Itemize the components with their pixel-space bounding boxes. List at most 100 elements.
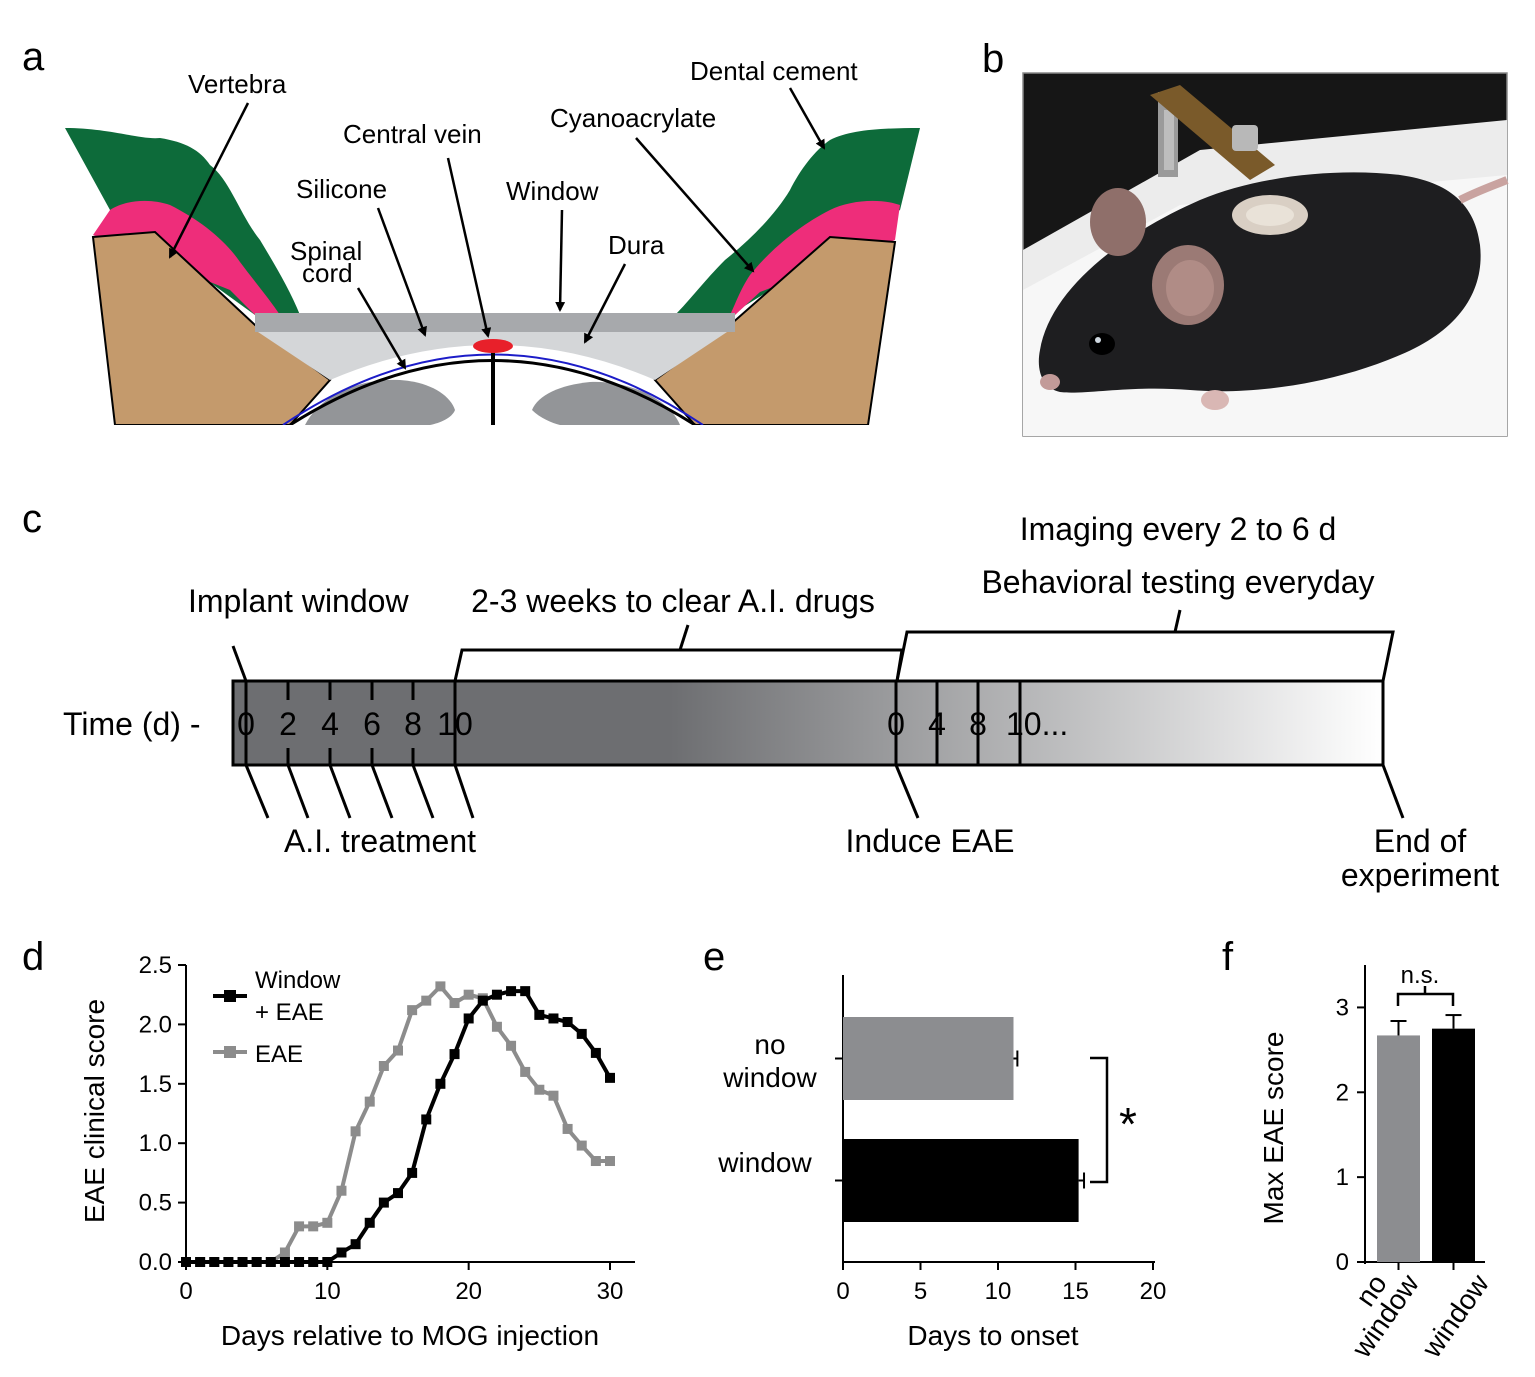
silicone-layer <box>255 330 730 380</box>
y-tick-label: 3 <box>1336 994 1349 1021</box>
chart-f-ylabel: Max EAE score <box>1258 1032 1289 1225</box>
data-point <box>378 1060 389 1071</box>
tick-label: 8 <box>969 706 987 742</box>
chart-d-ylabel: EAE clinical score <box>79 999 110 1223</box>
y-tick-label: 2 <box>1336 1079 1349 1106</box>
panel-letter-e: e <box>703 935 725 979</box>
timeline-pointers <box>244 764 1405 819</box>
legend-window-line2: + EAE <box>255 999 324 1026</box>
x-tick-label: 0 <box>836 1278 849 1305</box>
legend-window-line1: Window <box>255 967 341 994</box>
data-point <box>350 1126 361 1137</box>
label-imaging: Imaging every 2 to 6 d <box>1020 511 1337 547</box>
data-point <box>562 1017 573 1028</box>
data-point <box>364 1096 375 1107</box>
bar-0 <box>1377 1035 1420 1262</box>
y-tick-label: 1 <box>1336 1164 1349 1191</box>
data-point <box>548 1090 559 1101</box>
label-behavior: Behavioral testing everyday <box>981 564 1374 600</box>
glass-window <box>255 313 735 332</box>
tick-label: 4 <box>321 706 339 742</box>
chart-f: 0 1 2 3 <box>1336 965 1485 1276</box>
label-window: Window <box>506 176 599 206</box>
chart-e-cat-no: no <box>754 1029 785 1060</box>
data-point <box>506 1040 517 1051</box>
data-point <box>364 1217 375 1228</box>
data-point <box>435 981 446 992</box>
panel-letter-b: b <box>982 37 1004 81</box>
x-tick-label: 5 <box>914 1278 927 1305</box>
panel-a-arrows <box>168 87 826 370</box>
bar-0 <box>843 1017 1014 1100</box>
x-tick-label: 10 <box>314 1278 341 1305</box>
data-point <box>590 1156 601 1167</box>
label-silicone: Silicone <box>296 174 387 204</box>
tick-label: 10 <box>437 706 473 742</box>
timeline-bar <box>231 679 1385 767</box>
significance-bracket <box>1396 992 1455 1006</box>
data-point <box>605 1156 615 1167</box>
mouse-photo <box>1022 72 1509 437</box>
x-tick-label: 20 <box>455 1278 482 1305</box>
panel-a: a Vertebra Central vein Si <box>22 35 920 425</box>
data-point <box>322 1217 333 1228</box>
data-point <box>506 986 517 997</box>
chart-e-significance: * <box>1119 1098 1137 1150</box>
data-point <box>520 986 531 997</box>
data-point <box>407 1005 418 1016</box>
data-point <box>605 1072 615 1083</box>
timeline-ticks <box>244 681 1385 765</box>
data-point <box>265 1257 276 1267</box>
label-vertebra: Vertebra <box>188 69 287 99</box>
data-point <box>336 1185 347 1196</box>
dental-cement-right <box>675 128 920 315</box>
data-point <box>449 998 460 1009</box>
data-point <box>322 1257 333 1267</box>
tick-label: 4 <box>928 706 946 742</box>
y-tick-label: 0.5 <box>139 1190 172 1217</box>
panel-letter-f: f <box>1222 935 1234 979</box>
bar-1 <box>843 1139 1079 1222</box>
label-central-vein: Central vein <box>343 119 482 149</box>
data-point <box>181 1257 191 1267</box>
data-point <box>491 989 502 1000</box>
significance-bracket <box>1090 1056 1109 1184</box>
x-tick-label: 0 <box>179 1278 192 1305</box>
x-tick-label: 20 <box>1140 1278 1167 1305</box>
data-point <box>463 1013 474 1024</box>
data-point <box>534 1084 545 1095</box>
data-point <box>477 995 488 1006</box>
data-point <box>294 1257 305 1267</box>
spinal-cord-right-gray <box>532 381 680 425</box>
data-point <box>279 1257 290 1267</box>
data-point <box>576 1028 587 1039</box>
y-tick-label: 0.0 <box>139 1249 172 1276</box>
series-line-1 <box>186 983 610 1264</box>
central-vein <box>473 339 513 353</box>
y-tick-label: 0 <box>1336 1249 1349 1276</box>
panel-letter-a: a <box>22 35 45 79</box>
data-point <box>449 1049 460 1060</box>
chart-e-cat-window1: window <box>722 1062 817 1093</box>
data-point <box>562 1123 573 1134</box>
tick-labels-second: 0 4 8 10... <box>887 706 1068 742</box>
data-point <box>251 1257 262 1267</box>
tick-label: 0 <box>887 706 905 742</box>
label-cyanoacrylate: Cyanoacrylate <box>550 103 716 133</box>
chart-e-cat-window2: window <box>717 1147 812 1178</box>
chart-d-xlabel: Days relative to MOG injection <box>221 1320 599 1351</box>
data-point <box>407 1167 418 1178</box>
data-point <box>590 1047 601 1058</box>
data-point <box>463 989 474 1000</box>
data-point <box>491 1021 502 1032</box>
data-point <box>534 1009 545 1020</box>
data-point <box>393 1045 403 1056</box>
tick-label: 2 <box>279 706 297 742</box>
data-point <box>421 995 432 1006</box>
